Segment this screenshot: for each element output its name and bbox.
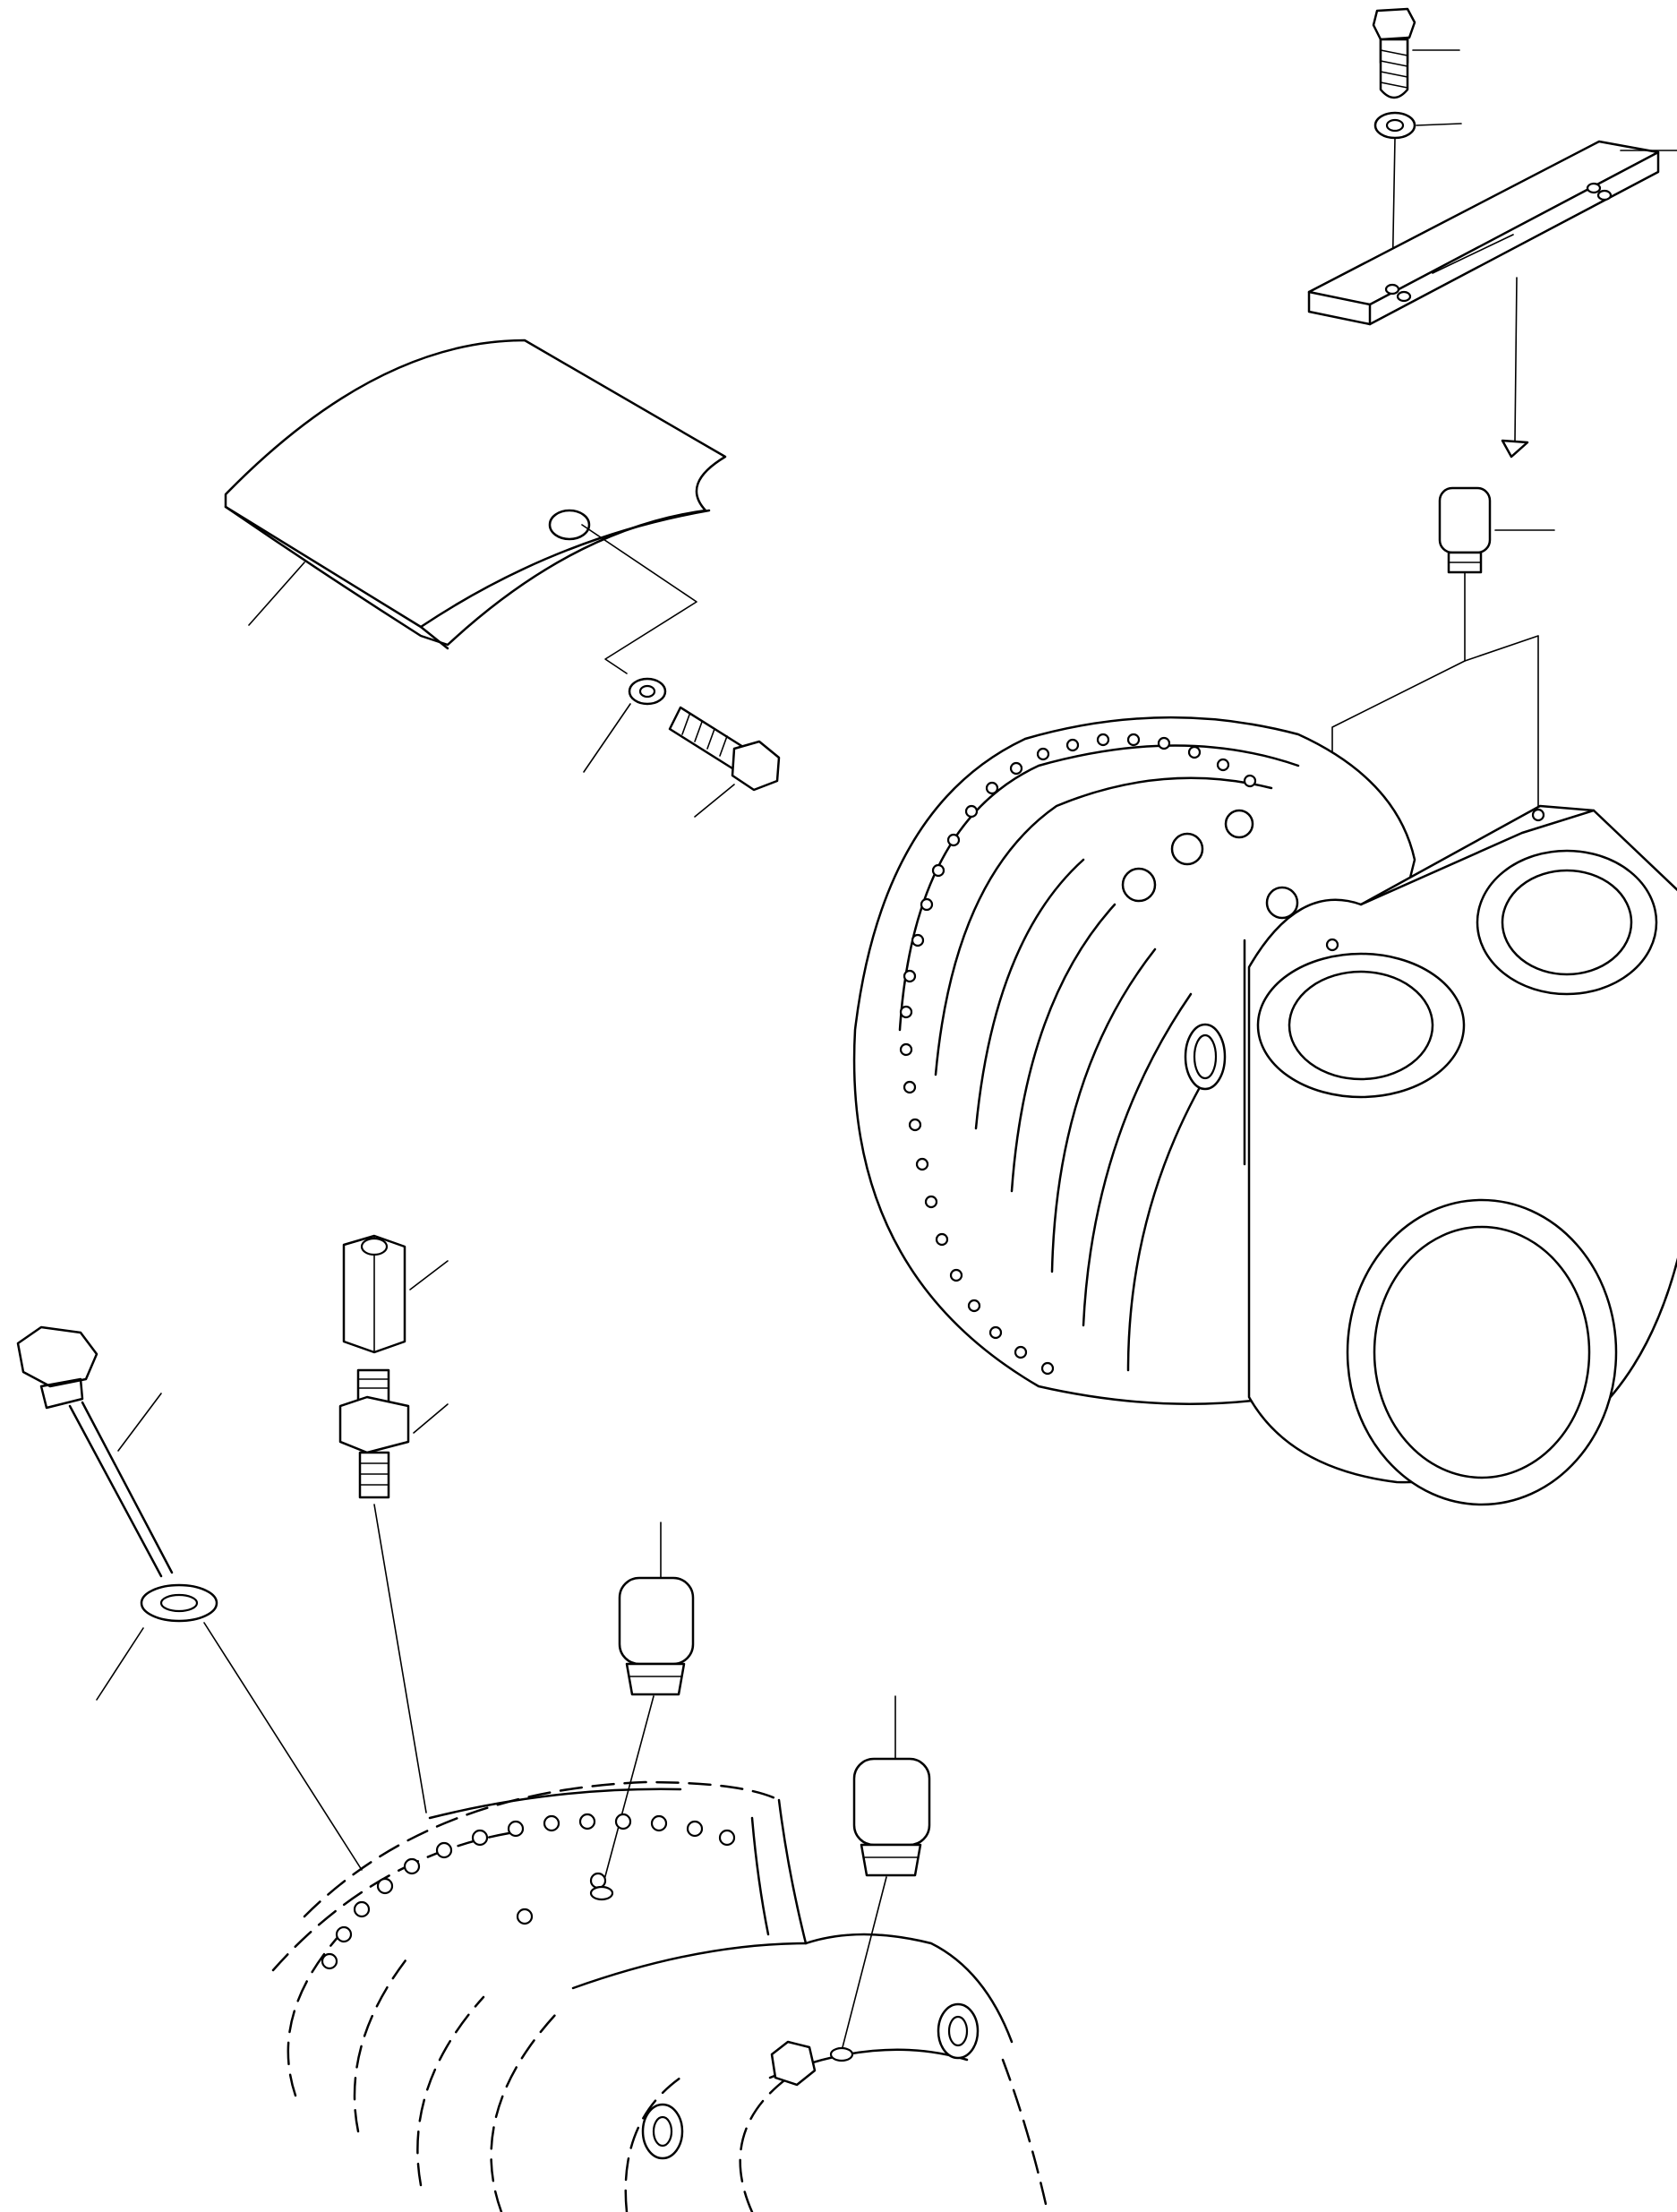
final-drive-housing-icon [852,716,1677,1506]
guard-bolt-icon [668,706,781,818]
dipstick-seal-icon [96,1583,363,1871]
dipstick-icon [16,1325,174,1578]
drain-plug-left-icon [601,1522,695,1890]
cover-plate-washer-icon [1373,111,1462,286]
adapter-fitting-icon [338,1368,449,1813]
bolt-hole-ring [899,733,1257,1376]
housing-section-icon [271,1780,1049,2212]
hex-spacer-icon [342,1234,449,1354]
housing-bolt-hole-ring [321,1813,736,1970]
cover-plate-icon [1307,140,1677,459]
guard-washer-icon [583,677,667,773]
curved-guard-icon [224,339,727,674]
drain-plug-right-icon [841,1695,931,2052]
cover-plate-bolt-icon [1372,7,1460,99]
